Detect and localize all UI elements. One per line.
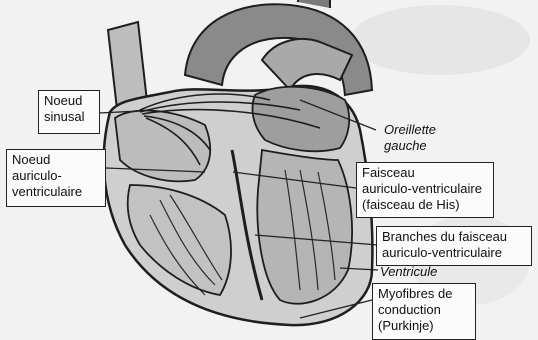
label-left-atrium: Oreillette gauche xyxy=(384,122,436,154)
label-line: (Purkinje) xyxy=(378,318,470,334)
label-ventricle: Ventricule xyxy=(380,264,437,280)
label-line: Noeud xyxy=(12,152,100,168)
label-line: Oreillette xyxy=(384,122,436,138)
label-his-bundle: Faisceau auriculo-ventriculaire (faiscea… xyxy=(356,162,494,218)
label-line: Faisceau xyxy=(362,165,488,181)
label-line: ventriculaire xyxy=(12,184,100,200)
label-line: gauche xyxy=(384,138,436,154)
label-line: (faisceau de His) xyxy=(362,197,488,213)
label-line: Noeud xyxy=(44,93,94,109)
left-atrium xyxy=(252,87,349,151)
label-line: auriculo- xyxy=(12,168,100,184)
label-av-node: Noeud auriculo- ventriculaire xyxy=(6,149,106,207)
left-ventricle xyxy=(257,150,352,304)
label-sinus-node: Noeud sinusal xyxy=(38,90,100,134)
label-line: conduction xyxy=(378,302,470,318)
label-line: Myofibres de xyxy=(378,286,470,302)
label-line: Branches du faisceau xyxy=(382,229,526,245)
label-bundle-branches: Branches du faisceau auriculo-ventricula… xyxy=(376,226,532,266)
label-line: sinusal xyxy=(44,109,94,125)
label-line: auriculo-ventriculaire xyxy=(362,181,488,197)
background-shade xyxy=(350,5,530,75)
label-line: auriculo-ventriculaire xyxy=(382,245,526,261)
label-purkinje: Myofibres de conduction (Purkinje) xyxy=(372,283,476,340)
